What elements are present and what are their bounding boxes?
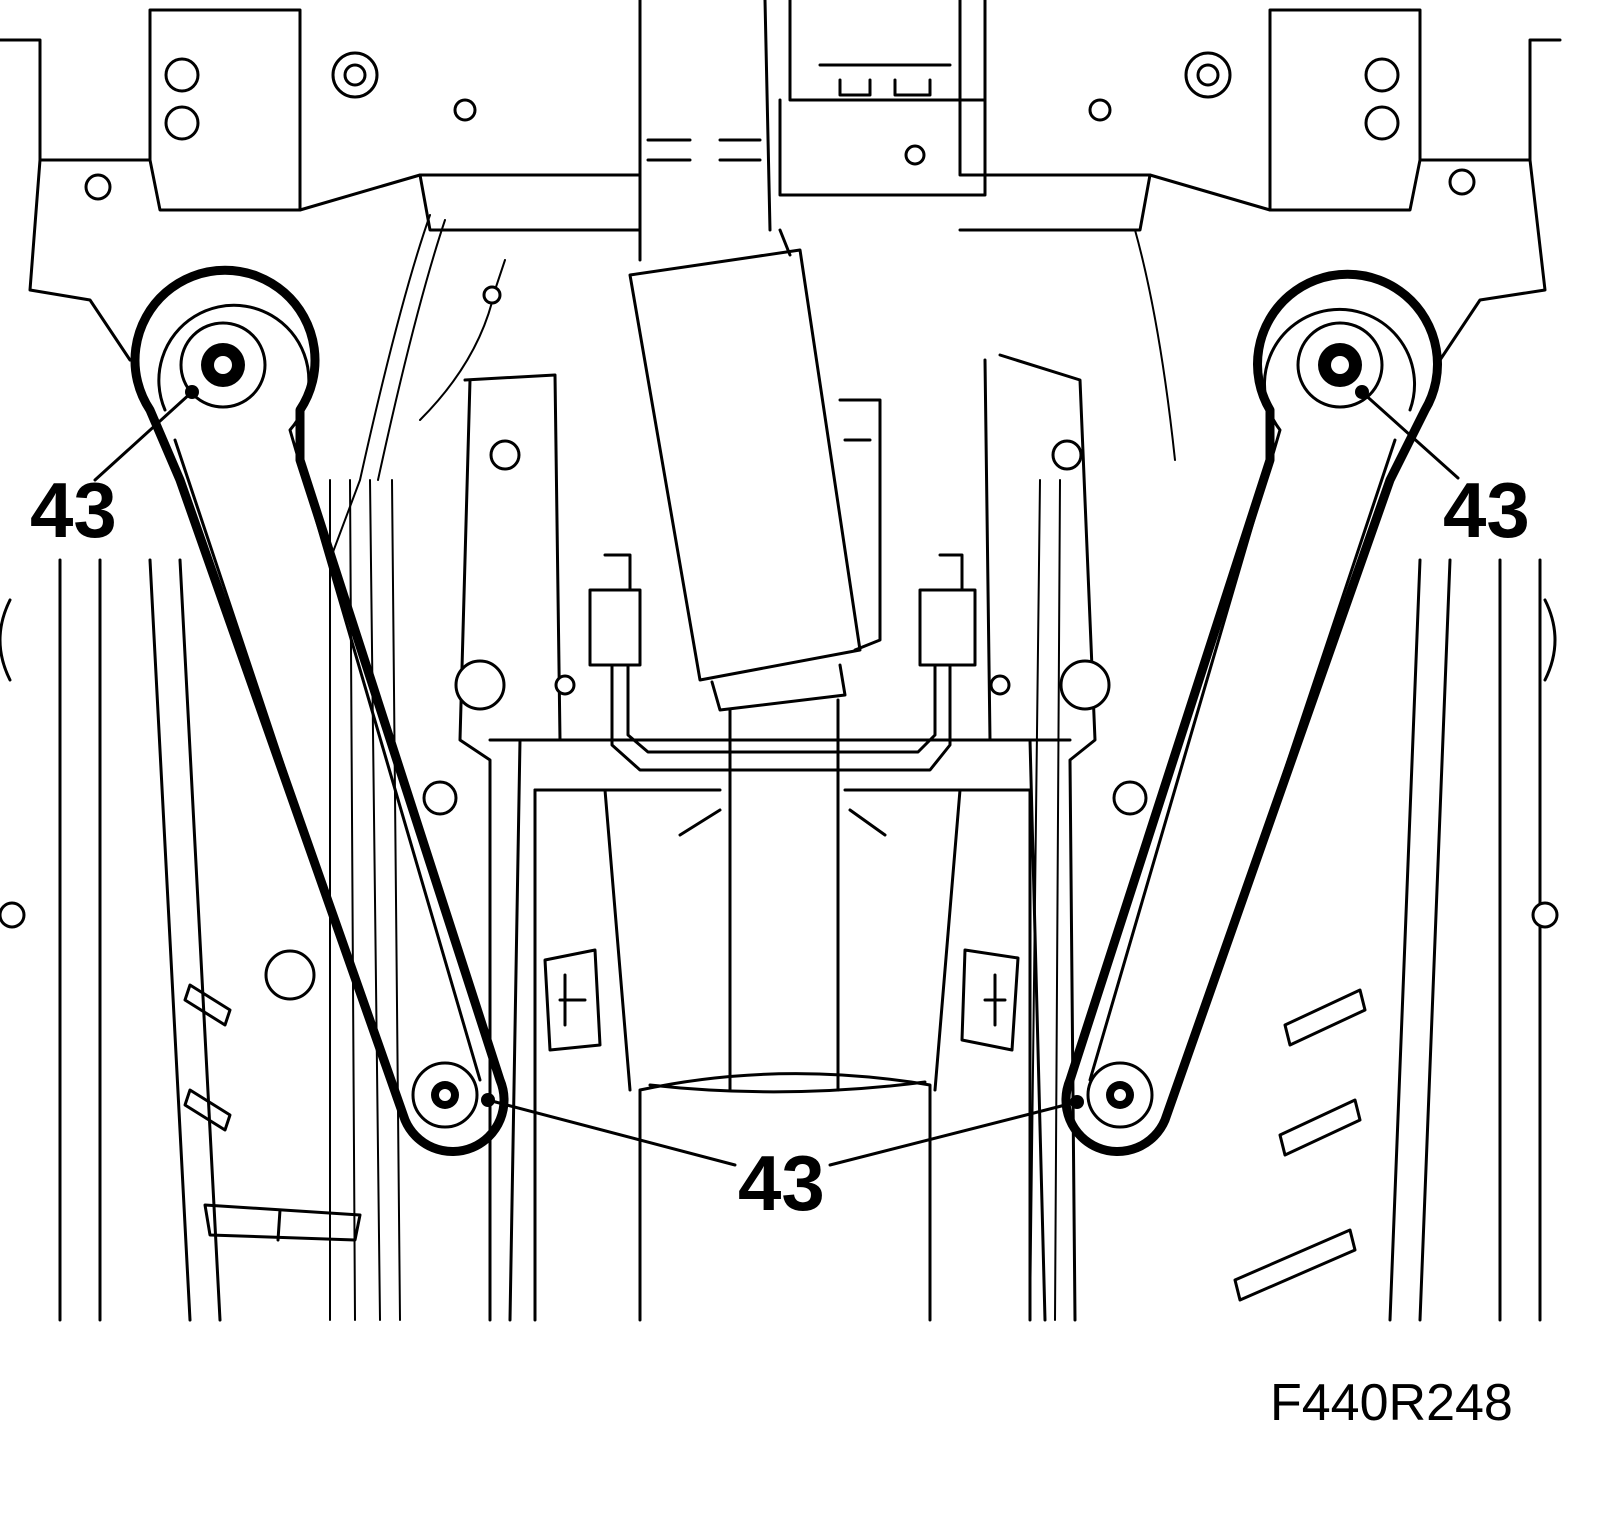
bolt-head [164, 57, 200, 93]
bolt-head [164, 105, 200, 141]
leader-lines [93, 385, 1460, 1167]
right-link-arm [1061, 269, 1442, 1156]
center-shaft [628, 0, 932, 1322]
left-link-arm [130, 265, 509, 1156]
bolt-head [1364, 57, 1400, 93]
figure-id: F440R248 [1270, 1374, 1513, 1432]
bolt-head [1364, 105, 1400, 141]
callout-label-lower-center: 43 [738, 1139, 825, 1227]
rear-subframe [0, 0, 1562, 362]
callout-label-upper-right: 43 [1443, 466, 1530, 554]
callout-label-upper-left: 43 [30, 466, 117, 554]
